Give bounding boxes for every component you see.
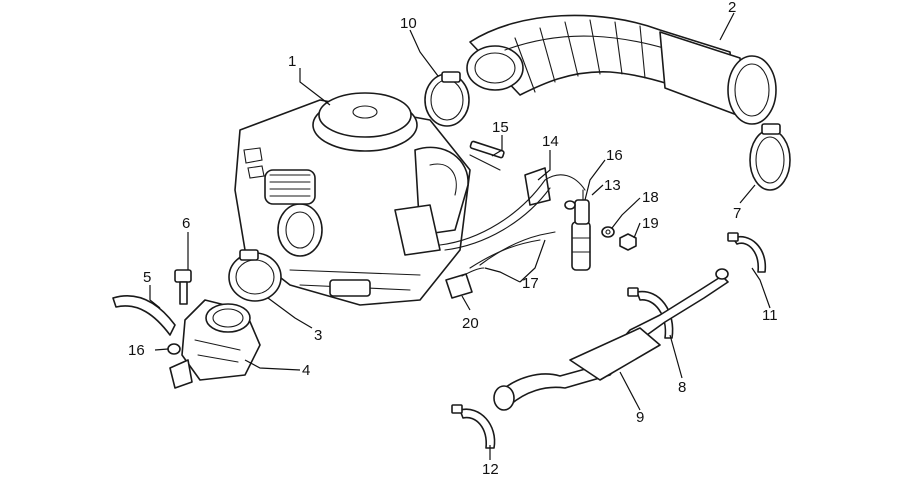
callout-labels: 1 2 3 4 5 6 7 8 9 10 11 12 13 14 15 16 1…	[128, 0, 778, 478]
callout-14: 14	[542, 133, 559, 150]
carburetor-part	[234, 92, 471, 306]
clamp-12-part	[451, 404, 496, 449]
hose-5-part	[112, 295, 176, 336]
callout-7: 7	[733, 205, 741, 222]
callout-8: 8	[678, 379, 686, 396]
intake-manifold-part	[169, 299, 261, 389]
callout-6: 6	[182, 215, 190, 232]
callout-19: 19	[642, 215, 659, 232]
callout-12: 12	[482, 461, 499, 478]
clamp-8-part	[627, 287, 674, 339]
callout-9: 9	[636, 409, 644, 426]
callout-16a: 16	[606, 147, 623, 164]
solenoid-valve-part	[564, 189, 591, 271]
hose-clamp-3-part	[228, 249, 282, 302]
clamp-11-part	[727, 232, 767, 273]
bolt-6-part	[174, 269, 192, 305]
callout-5: 5	[143, 269, 151, 286]
washer-18-part	[601, 226, 615, 238]
callout-1: 1	[288, 53, 296, 70]
callout-10: 10	[400, 15, 417, 32]
callout-4: 4	[302, 362, 310, 379]
callout-3: 3	[314, 327, 322, 344]
hose-clamp-7-part	[749, 123, 791, 191]
callout-13: 13	[604, 177, 621, 194]
nut-19-part	[619, 233, 637, 251]
callout-2: 2	[728, 0, 736, 16]
callout-17: 17	[522, 275, 539, 292]
tube-9-part	[493, 268, 729, 411]
hose-clip-16-left-part	[167, 343, 181, 355]
callout-20: 20	[462, 315, 479, 332]
callout-15: 15	[492, 119, 509, 136]
hose-clamp-10-part	[424, 71, 470, 127]
callout-18: 18	[642, 189, 659, 206]
leader-lines	[149, 12, 771, 460]
callout-11: 11	[762, 307, 778, 324]
intake-hose-part	[466, 14, 777, 125]
connector-20-part	[445, 267, 485, 299]
callout-16b: 16	[128, 342, 145, 359]
